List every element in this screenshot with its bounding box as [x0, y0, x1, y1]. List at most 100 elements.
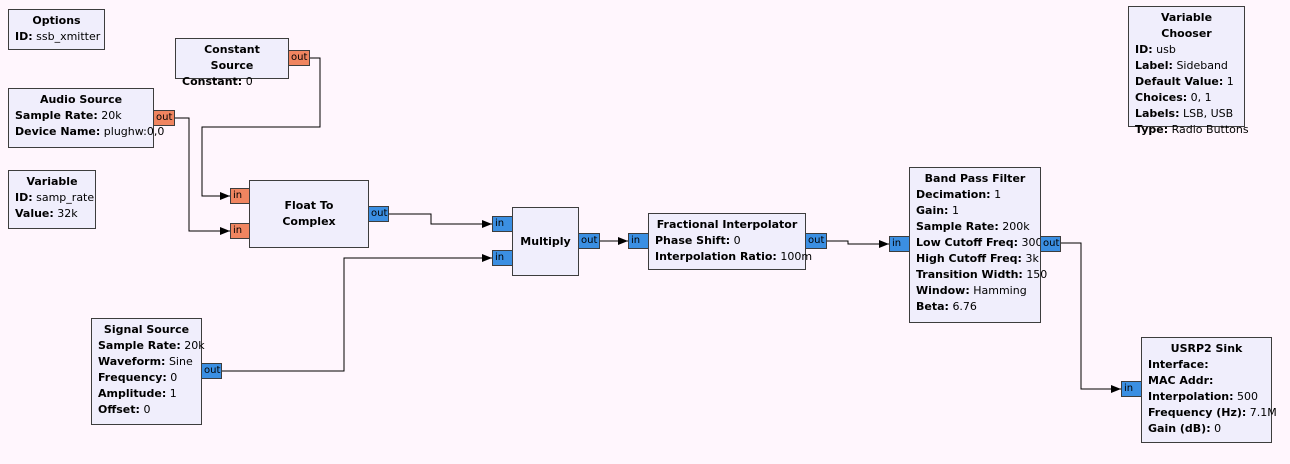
fractional-interpolator-out-port[interactable]: out	[805, 233, 827, 249]
param-value: Sideband	[1176, 59, 1228, 72]
param-value: 20k	[101, 109, 122, 122]
param-key: Beta:	[916, 300, 949, 313]
wire-f2c-to-multiply[interactable]	[388, 213, 492, 228]
param-key: Sample Rate:	[916, 220, 999, 233]
param-value: 1	[951, 204, 959, 217]
signal-source-block[interactable]: Signal Source Sample Rate: 20k Waveform:…	[91, 318, 205, 425]
variable-block[interactable]: Variable ID: samp_rate Value: 32k	[8, 170, 96, 229]
param-value: Radio Buttons	[1171, 123, 1249, 136]
param-key: ID:	[15, 191, 33, 204]
param-key: Gain (dB):	[1148, 422, 1211, 435]
signal-source-out-port[interactable]: out	[201, 363, 222, 379]
param-value: 1	[1226, 75, 1234, 88]
band-pass-filter-out-port[interactable]: out	[1040, 236, 1061, 252]
param-key: Labels:	[1135, 107, 1180, 120]
usrp2-sink-block[interactable]: USRP2 Sink Interface: MAC Addr: Interpol…	[1141, 337, 1277, 443]
param-key: Sample Rate:	[98, 339, 181, 352]
fractional-interpolator-block[interactable]: Fractional Interpolator Phase Shift: 0 I…	[648, 213, 812, 270]
param-value: plughw:0,0	[103, 125, 165, 138]
param-key: Value:	[15, 207, 54, 220]
float-to-complex-block[interactable]: Float To Complex	[249, 180, 369, 248]
param-key: High Cutoff Freq:	[916, 252, 1022, 265]
wire-signal-to-multiply[interactable]	[221, 254, 492, 372]
block-title: Variable Chooser	[1160, 11, 1213, 40]
param-key: Window:	[916, 284, 970, 297]
wire-interp-to-bpf[interactable]	[826, 240, 889, 248]
param-value: Sine	[168, 355, 193, 368]
param-value: Hamming	[973, 284, 1027, 297]
audio-source-out-port[interactable]: out	[153, 110, 175, 126]
block-title: USRP2 Sink	[1170, 342, 1243, 355]
param-value: 100m	[780, 250, 813, 263]
multiply-out-port[interactable]: out	[578, 233, 600, 249]
wire-constant-to-f2c[interactable]	[201, 57, 321, 200]
param-key: Amplitude:	[98, 387, 167, 400]
param-key: Low Cutoff Freq:	[916, 236, 1018, 249]
constant-source-out-port[interactable]: out	[288, 50, 310, 66]
param-key: Label:	[1135, 59, 1173, 72]
fractional-interpolator-in-port[interactable]: in	[628, 233, 649, 249]
param-key: Device Name:	[15, 125, 101, 138]
param-key: Gain:	[916, 204, 949, 217]
variable-chooser-block[interactable]: Variable Chooser ID: usb Label: Sideband…	[1128, 6, 1249, 136]
multiply-in-port-1[interactable]: in	[492, 250, 513, 266]
wire-audio-to-f2c[interactable]	[173, 117, 230, 235]
param-value: 0	[170, 371, 178, 384]
param-value: 300	[1021, 236, 1043, 249]
float-to-complex-in-port-im[interactable]: in	[230, 223, 250, 239]
param-key: Sample Rate:	[15, 109, 98, 122]
band-pass-filter-in-port[interactable]: in	[889, 236, 910, 252]
block-title: Float To Complex	[282, 199, 336, 228]
param-value: 200k	[1002, 220, 1030, 233]
block-title: Constant Source	[204, 43, 260, 72]
param-value: 0	[245, 75, 253, 88]
block-title: Audio Source	[39, 93, 123, 106]
param-key: Frequency:	[98, 371, 167, 384]
param-key: Decimation:	[916, 188, 991, 201]
block-title: Band Pass Filter	[924, 172, 1026, 185]
param-value: 150	[1026, 268, 1048, 281]
block-title: Fractional Interpolator	[656, 218, 798, 231]
param-key: Interface:	[1148, 358, 1209, 371]
param-key: Interpolation:	[1148, 390, 1234, 403]
param-value: 20k	[184, 339, 205, 352]
multiply-in-port-0[interactable]: in	[492, 216, 513, 232]
param-value: 0, 1	[1190, 91, 1212, 104]
param-key: Default Value:	[1135, 75, 1224, 88]
wire-bpf-to-usrp[interactable]	[1060, 242, 1121, 393]
param-value: samp_rate	[36, 191, 95, 204]
param-key: Type:	[1135, 123, 1169, 136]
param-value: 1	[169, 387, 177, 400]
block-title: Options	[32, 14, 81, 27]
block-title: Multiply	[520, 234, 571, 248]
constant-source-block[interactable]: Constant Source Constant: 0	[175, 38, 289, 88]
block-title: Variable	[26, 175, 78, 188]
param-value: usb	[1156, 43, 1176, 56]
param-value: LSB, USB	[1182, 107, 1234, 120]
param-value: 3k	[1025, 252, 1039, 265]
float-to-complex-in-port-re[interactable]: in	[230, 188, 250, 204]
param-value: 1	[994, 188, 1002, 201]
audio-source-block[interactable]: Audio Source Sample Rate: 20k Device Nam…	[8, 88, 164, 148]
param-key: Waveform:	[98, 355, 166, 368]
param-value: 7.1M	[1249, 406, 1277, 419]
param-key: Choices:	[1135, 91, 1188, 104]
param-key: Interpolation Ratio:	[655, 250, 777, 263]
param-value: 500	[1237, 390, 1259, 403]
param-key: ID:	[1135, 43, 1153, 56]
param-value: 32k	[57, 207, 78, 220]
usrp2-sink-in-port[interactable]: in	[1121, 381, 1142, 397]
param-value: 0	[143, 403, 151, 416]
float-to-complex-out-port[interactable]: out	[368, 206, 389, 222]
band-pass-filter-block[interactable]: Band Pass Filter Decimation: 1 Gain: 1 S…	[909, 167, 1047, 323]
param-key: ID:	[15, 30, 33, 43]
multiply-block[interactable]: Multiply	[512, 207, 579, 276]
param-value: 0	[733, 234, 741, 247]
param-key: Constant:	[182, 75, 243, 88]
param-key: Phase Shift:	[655, 234, 731, 247]
param-value: ssb_xmitter	[36, 30, 101, 43]
param-key: MAC Addr:	[1148, 374, 1214, 387]
param-key: Offset:	[98, 403, 140, 416]
options-block[interactable]: Options ID: ssb_xmitter	[8, 9, 105, 50]
